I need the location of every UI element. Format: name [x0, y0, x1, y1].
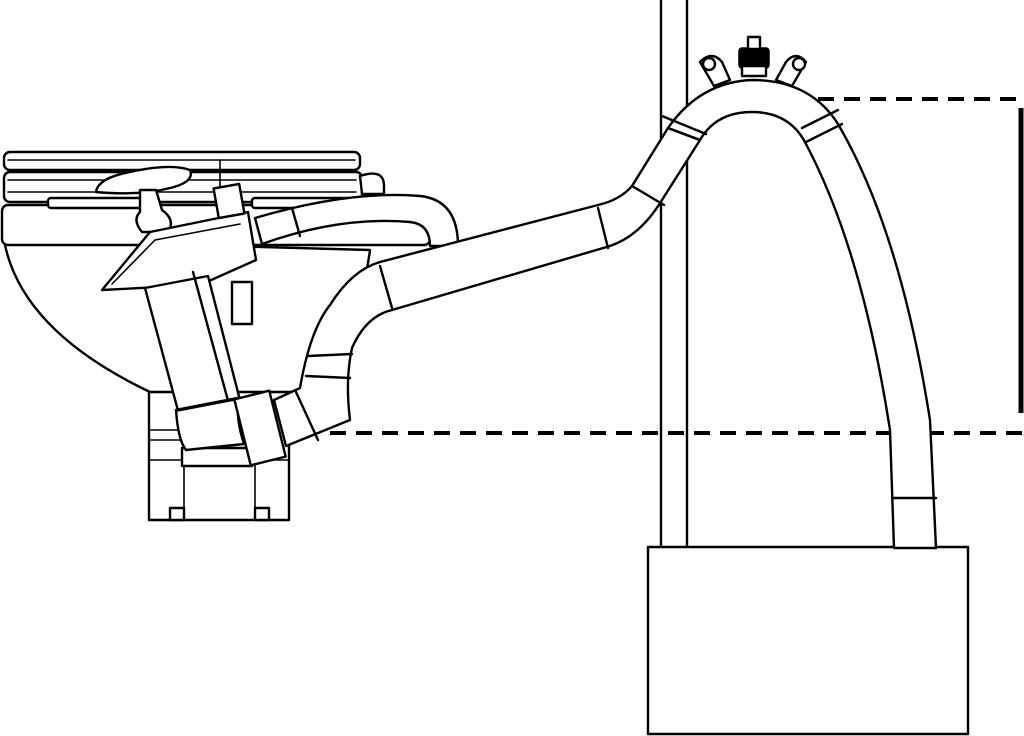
toilet-seat-lid: [2, 150, 386, 210]
pump-handle: [94, 165, 192, 234]
seat-hinge: [358, 172, 386, 196]
vented-loop: [660, 78, 938, 550]
pump-base-plate: [180, 446, 254, 468]
vent-valve-nipple: [746, 35, 762, 51]
anti-siphon-valve: [698, 35, 808, 88]
pump-valve-stub: [230, 280, 254, 326]
pump-top-fitting: [212, 182, 246, 220]
pump-assembly: [100, 182, 287, 467]
holding-tank: [646, 545, 970, 736]
bulkhead: [659, 0, 689, 550]
vented-loop-body: [666, 78, 938, 550]
pump-outlet-flange: [233, 389, 287, 467]
